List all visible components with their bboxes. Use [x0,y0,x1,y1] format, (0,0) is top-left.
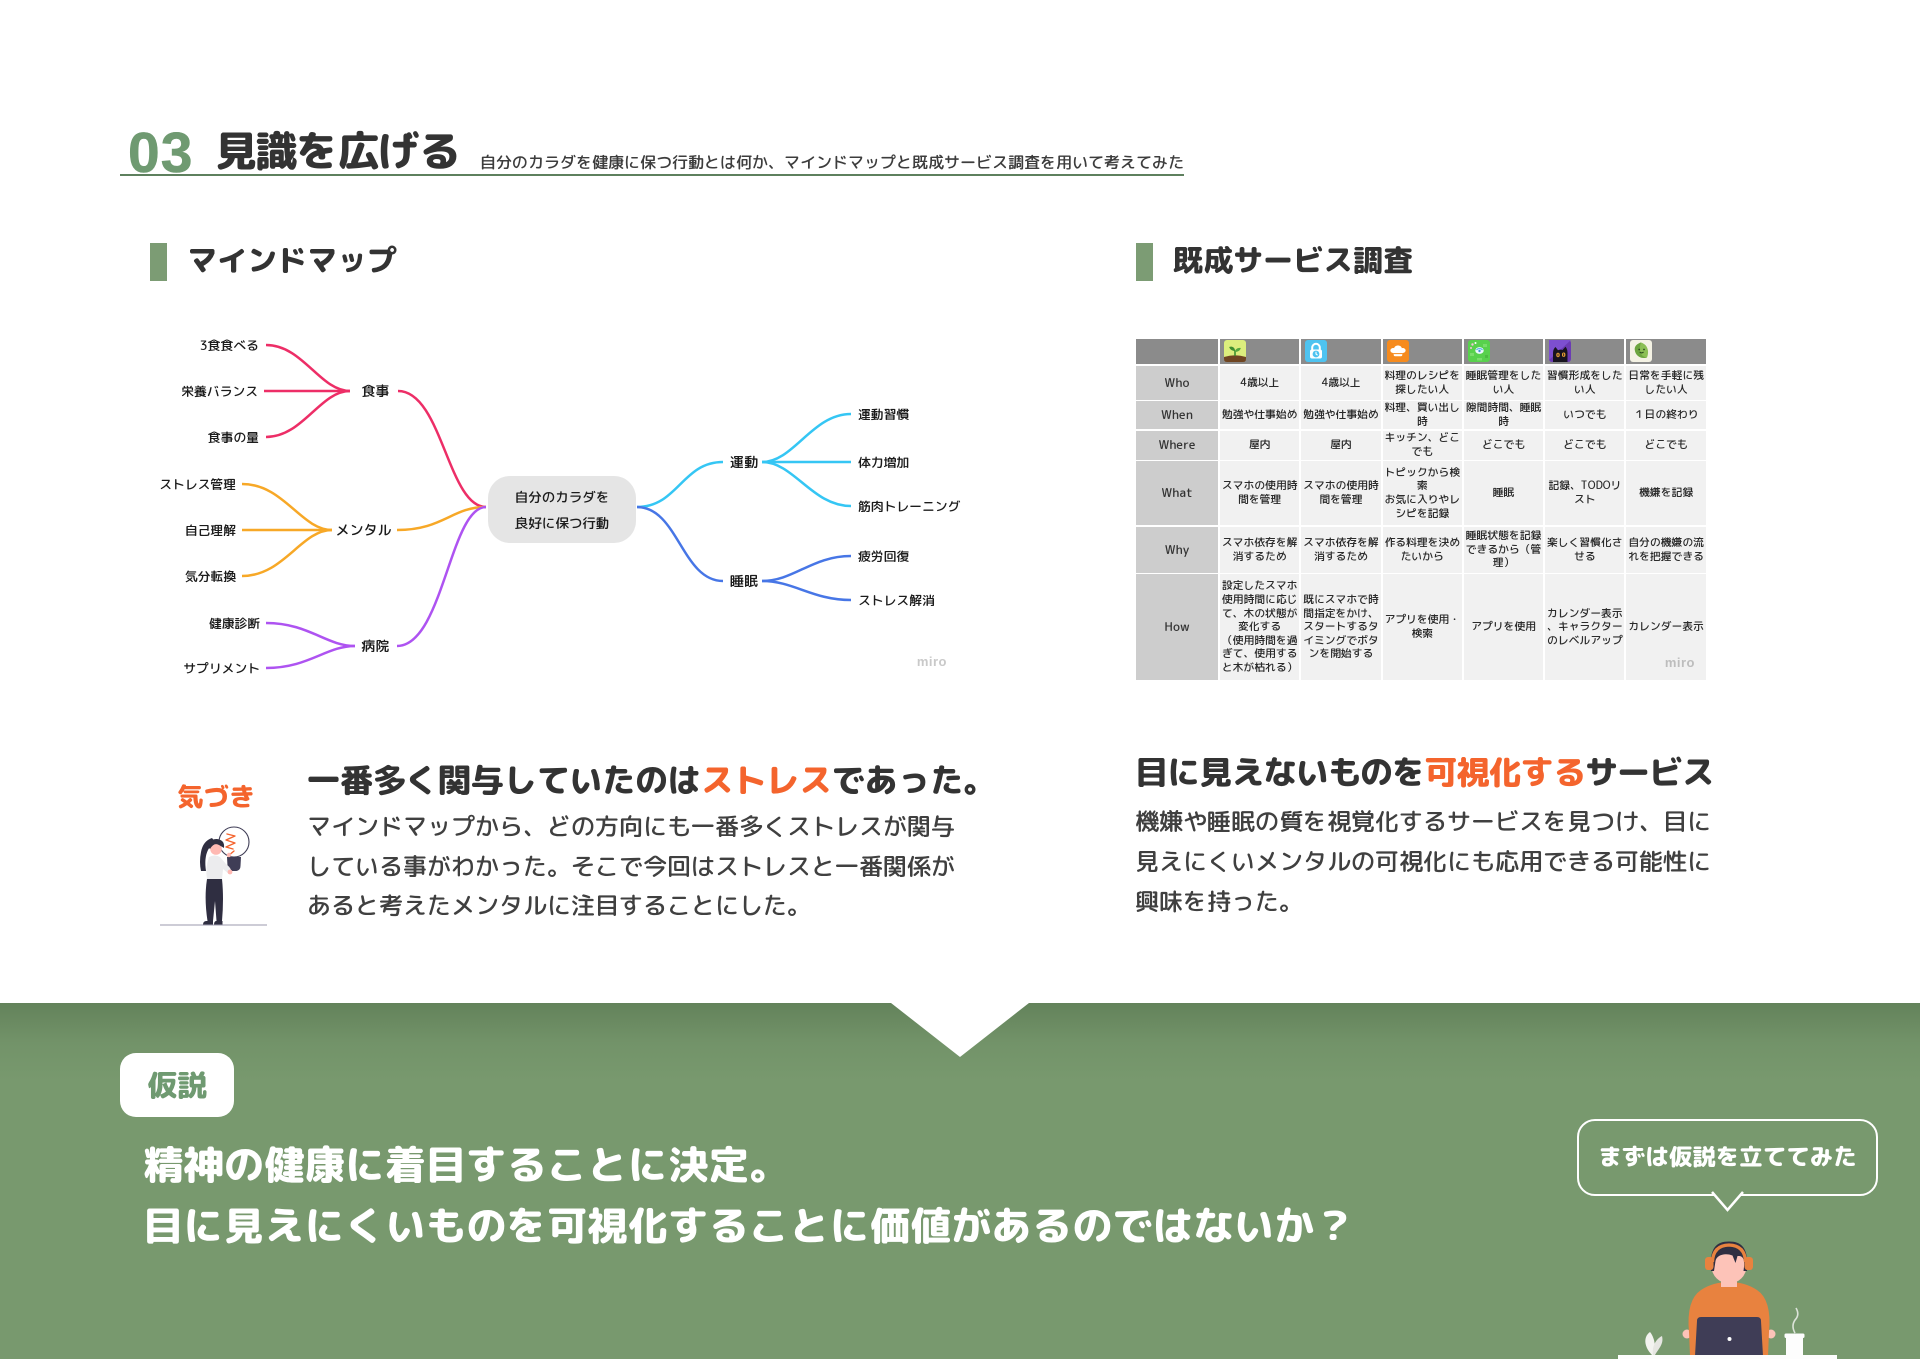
svg-text:ストレス管理: ストレス管理 [159,476,236,494]
svg-text:ストレス解消: ストレス解消 [858,592,935,610]
svg-text:体力増加: 体力増加 [858,454,909,472]
svg-text:良好に保つ行動: 良好に保つ行動 [515,514,610,533]
svg-text:気分転換: 気分転換 [185,568,236,586]
svg-text:サプリメント: サプリメント [183,660,260,678]
svg-text:睡眠: 睡眠 [730,572,758,591]
svg-text:筋肉トレーニング: 筋肉トレーニング [858,498,961,516]
svg-text:自分のカラダを: 自分のカラダを [515,488,610,507]
svg-text:食事の量: 食事の量 [208,429,259,447]
svg-text:miro: miro [917,653,947,671]
svg-text:メンタル: メンタル [336,521,392,540]
svg-text:運動習慣: 運動習慣 [858,406,909,424]
svg-text:病院: 病院 [362,637,390,656]
svg-text:3食食べる: 3食食べる [200,337,259,355]
svg-text:疲労回復: 疲労回復 [858,548,909,566]
svg-text:食事: 食事 [362,382,390,401]
svg-text:健康診断: 健康診断 [209,615,260,633]
svg-text:自己理解: 自己理解 [185,522,236,540]
svg-text:栄養バランス: 栄養バランス [181,383,258,401]
svg-text:運動: 運動 [730,453,758,472]
